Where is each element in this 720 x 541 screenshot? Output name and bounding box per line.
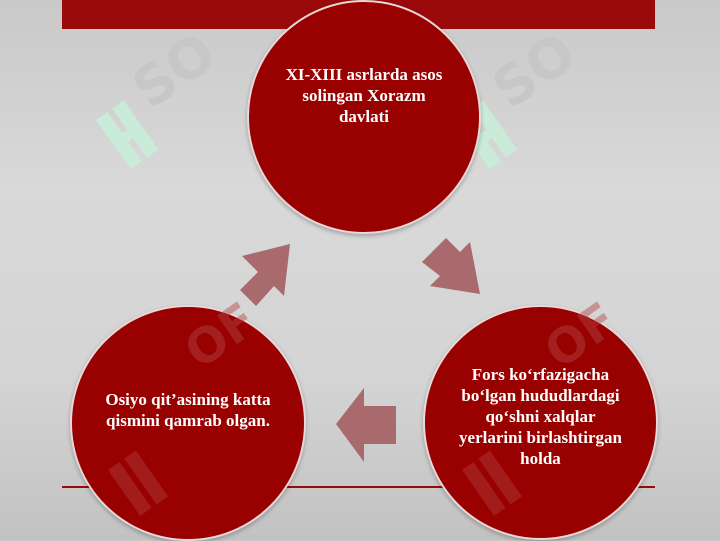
arrow-left-to-top-icon — [238, 240, 314, 312]
svg-text:SO: SO — [481, 20, 587, 120]
node-text: Osiyo qit’asining katta qismini qamrab o… — [105, 390, 271, 430]
footer-line — [62, 486, 655, 488]
diagram-node-right: Fors ko‘rfazigacha bo‘lgan hududlardagi … — [423, 305, 658, 540]
node-text: Fors ko‘rfazigacha bo‘lgan hududlardagi … — [459, 365, 622, 468]
node-text: XI-XIII asrlarda asos solingan Xorazm da… — [285, 64, 443, 126]
svg-text:SO: SO — [121, 20, 227, 120]
diagram-node-top: XI-XIII asrlarda asos solingan Xorazm da… — [247, 0, 481, 234]
arrow-top-to-right-icon — [412, 228, 488, 300]
arrow-right-to-left-icon — [334, 386, 400, 464]
diagram-node-left: Osiyo qit’asining katta qismini qamrab o… — [70, 305, 306, 541]
